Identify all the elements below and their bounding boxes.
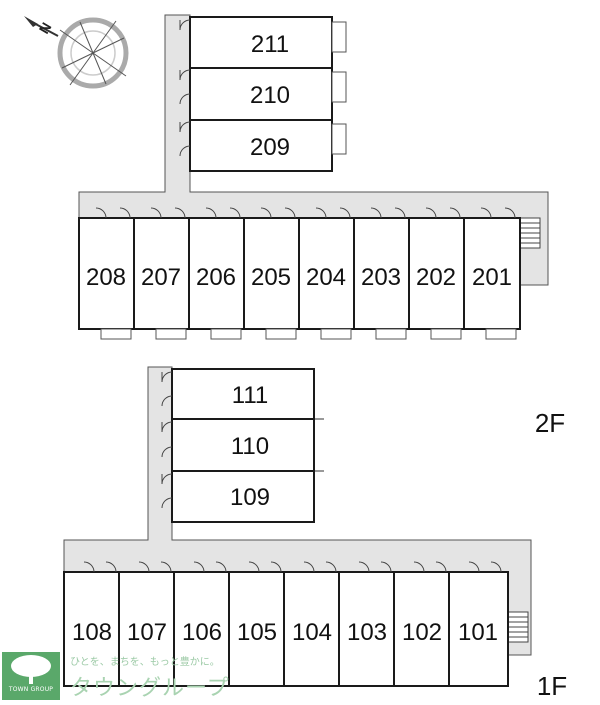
room-number: 109 — [230, 484, 270, 511]
compass-north-label: N — [36, 20, 55, 37]
room-number: 207 — [141, 264, 181, 291]
room-205[interactable]: 205 — [243, 207, 300, 340]
floor2-row: 208 207 206 205 204 — [78, 207, 521, 340]
room-104[interactable]: 104 — [283, 561, 340, 687]
room-number: 110 — [231, 433, 269, 460]
room-number: 102 — [402, 619, 442, 646]
floor2-wing: 211 210 209 — [179, 16, 347, 172]
floor1-wing: 111 110 109 — [161, 368, 324, 523]
room-203[interactable]: 203 — [353, 207, 410, 340]
room-208[interactable]: 208 — [78, 207, 135, 340]
floor1-row: 108 107 106 105 104 103 — [63, 561, 509, 687]
room-204[interactable]: 204 — [298, 207, 355, 340]
room-211[interactable]: 211 — [179, 16, 347, 69]
room-number: 103 — [347, 619, 387, 646]
brand-logo-text: TOWN GROUP — [8, 686, 54, 693]
room-number: 104 — [292, 619, 332, 646]
room-209[interactable]: 209 — [179, 119, 347, 172]
room-number: 111 — [232, 382, 268, 409]
room-210[interactable]: 210 — [179, 67, 347, 121]
room-number: 203 — [361, 264, 401, 291]
floor-label-2f: 2F — [535, 408, 565, 438]
room-number: 204 — [306, 264, 346, 291]
room-106[interactable]: 106 — [173, 561, 230, 687]
brand-tagline: ひとを、まちを、もっと豊かに。 — [70, 657, 220, 668]
room-number: 210 — [250, 82, 290, 109]
room-105[interactable]: 105 — [228, 561, 285, 687]
room-number: 107 — [127, 619, 167, 646]
room-number: 101 — [458, 619, 498, 646]
brand-logo: TOWN GROUP — [2, 652, 60, 700]
room-206[interactable]: 206 — [188, 207, 245, 340]
room-number: 108 — [72, 619, 112, 646]
room-102[interactable]: 102 — [393, 561, 450, 687]
room-202[interactable]: 202 — [408, 207, 465, 340]
room-number: 208 — [86, 264, 126, 291]
room-number: 105 — [237, 619, 277, 646]
room-number: 201 — [472, 264, 512, 291]
room-number: 209 — [250, 134, 290, 161]
room-number: 106 — [182, 619, 222, 646]
brand-name: タウングループ — [70, 676, 230, 701]
room-number: 205 — [251, 264, 291, 291]
room-207[interactable]: 207 — [133, 207, 190, 340]
room-109[interactable]: 109 — [161, 470, 315, 523]
room-110[interactable]: 110 — [161, 418, 324, 472]
tree-icon — [11, 655, 51, 684]
room-111[interactable]: 111 — [161, 368, 324, 420]
floor-label-1f: 1F — [537, 671, 567, 701]
room-number: 211 — [251, 31, 289, 58]
room-number: 206 — [196, 264, 236, 291]
room-107[interactable]: 107 — [118, 561, 175, 687]
room-number: 202 — [416, 264, 456, 291]
room-101[interactable]: 101 — [448, 561, 509, 687]
compass: N — [24, 16, 129, 89]
room-103[interactable]: 103 — [338, 561, 395, 687]
brand-watermark: TOWN GROUP ひとを、まちを、もっと豊かに。 タウングループ — [0, 650, 260, 705]
room-201[interactable]: 201 — [463, 207, 521, 340]
floor1-stairs — [507, 611, 529, 643]
floor2-stairs — [519, 217, 541, 249]
